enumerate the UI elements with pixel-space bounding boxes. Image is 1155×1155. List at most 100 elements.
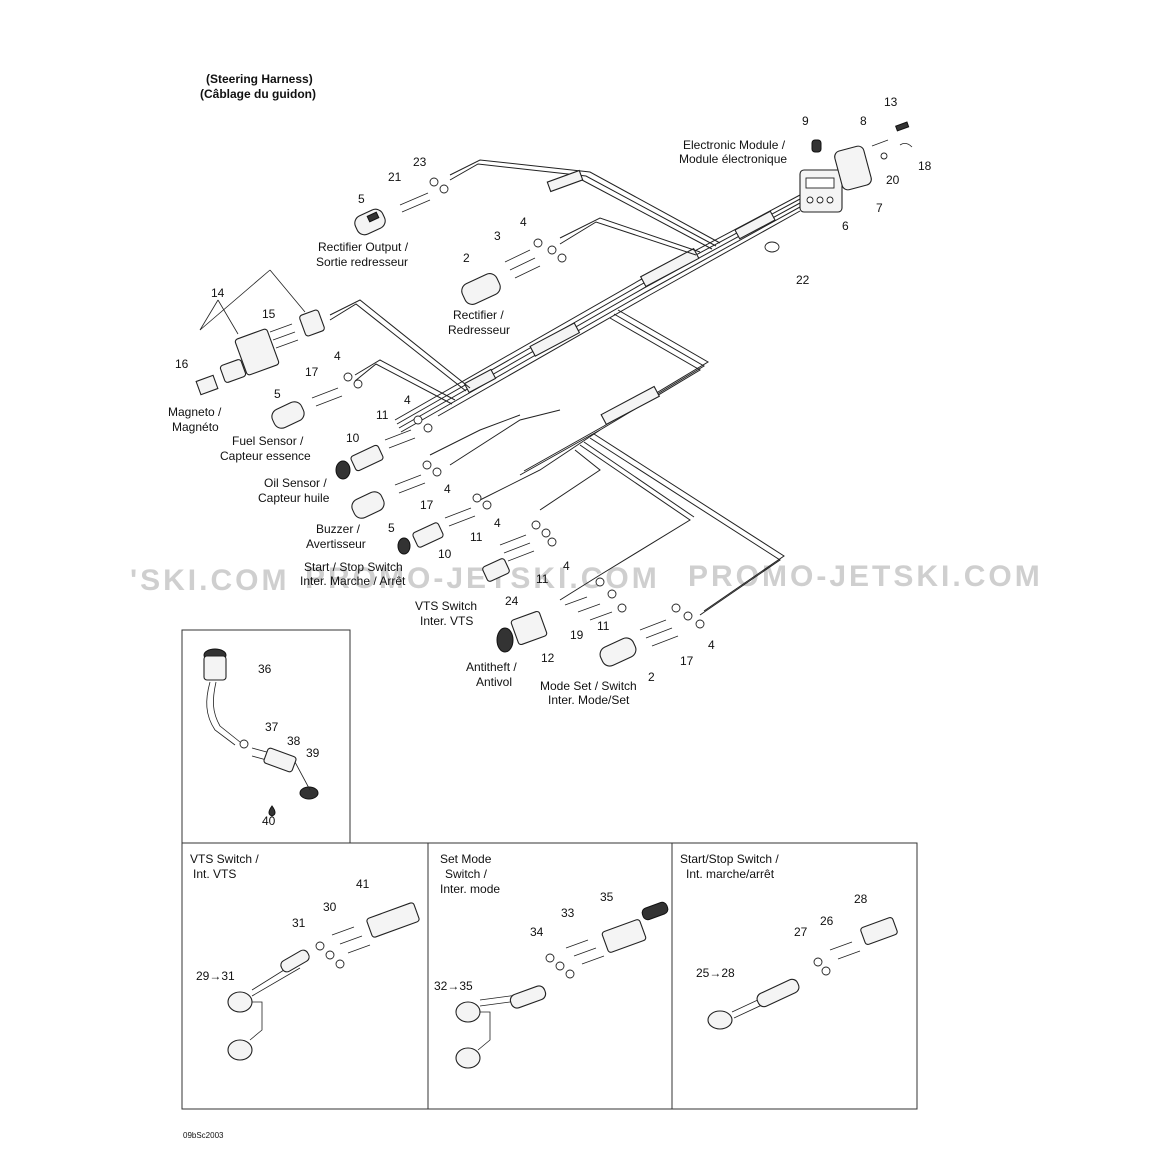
callout: 4	[444, 482, 451, 496]
label-fuel-sensor-1: Fuel Sensor /	[232, 434, 304, 448]
callout: 17	[680, 654, 694, 668]
label-electronic-module-1: Electronic Module /	[683, 138, 786, 152]
label-buzzer-2: Avertisseur	[306, 537, 366, 551]
callouts-setmode: 35 33 34 32→35	[434, 890, 614, 993]
callout: 4	[708, 638, 715, 652]
callout: 11	[597, 619, 610, 633]
label-magneto-1: Magneto /	[168, 405, 222, 419]
label-rectifier-output-1: Rectifier Output /	[318, 240, 409, 254]
connector-rectifier	[461, 238, 567, 305]
harness-trunk	[329, 159, 801, 616]
panel-vts-title-1: VTS Switch /	[190, 852, 259, 866]
callout: 5	[358, 192, 365, 206]
callout: 21	[388, 170, 402, 184]
callout: 11	[536, 572, 549, 586]
drawing-code: 09bSc2003	[183, 1131, 224, 1140]
callout: 19	[570, 628, 584, 642]
callout: 28	[854, 892, 868, 906]
startstop-switch-assembly	[707, 917, 898, 1030]
callout: 36	[258, 662, 272, 676]
connector-oil-sensor	[335, 415, 433, 480]
callout: 9	[802, 114, 809, 128]
connector-buzzer	[351, 460, 442, 519]
connector-antitheft	[496, 577, 627, 653]
callout: 8	[860, 114, 867, 128]
callout: 26	[820, 914, 834, 928]
callouts-main: 9 8 13 18 20 7 6 22 23 21 5 4 3 2 14 15 …	[175, 95, 932, 684]
callout: 40	[262, 814, 276, 828]
title-line-2: (Câblage du guidon)	[200, 87, 316, 101]
label-rectifier-2: Redresseur	[448, 323, 510, 337]
callout: 16	[175, 357, 189, 371]
connector-rectifier-output	[354, 177, 449, 236]
label-antitheft-2: Antivol	[476, 675, 512, 689]
label-rectifier-1: Rectifier /	[453, 308, 504, 322]
callout: 5	[274, 387, 281, 401]
title-line-1: (Steering Harness)	[206, 72, 313, 86]
callout: 13	[884, 95, 898, 109]
callout: 22	[796, 273, 810, 287]
panel-setmode-title-1: Set Mode	[440, 852, 492, 866]
label-fuel-sensor-2: Capteur essence	[220, 449, 311, 463]
callout: 10	[438, 547, 452, 561]
callout: 27	[794, 925, 808, 939]
callout: 5	[388, 521, 395, 535]
callout: 32→35	[434, 979, 473, 993]
callout: 33	[561, 906, 575, 920]
callout: 31	[292, 916, 306, 930]
callout: 24	[505, 594, 519, 608]
label-magneto-2: Magnéto	[172, 420, 219, 434]
callout: 11	[470, 530, 483, 544]
callout: 4	[520, 215, 527, 229]
panel-setmode-title-3: Inter. mode	[440, 882, 500, 896]
connector-start-stop	[397, 493, 492, 555]
callout: 6	[842, 219, 849, 233]
callout: 11	[376, 408, 389, 422]
callout: 30	[323, 900, 337, 914]
connector-fuel-sensor	[271, 372, 363, 429]
connector-vts-switch	[482, 520, 557, 582]
callout: 4	[334, 349, 341, 363]
callout: 2	[648, 670, 655, 684]
callout: 2	[463, 251, 470, 265]
callout: 4	[563, 559, 570, 573]
callout: 15	[262, 307, 276, 321]
callout: 10	[346, 431, 360, 445]
callout: 3	[494, 229, 501, 243]
callout: 14	[211, 286, 225, 300]
vts-switch-assembly	[227, 902, 420, 1061]
label-electronic-module-2: Module électronique	[679, 152, 787, 166]
callouts-vts: 41 30 31 29→31	[196, 877, 370, 983]
callout: 25→28	[696, 966, 735, 980]
callout: 23	[413, 155, 427, 169]
label-vts-switch-2: Inter. VTS	[420, 614, 473, 628]
label-start-stop-2: Inter. Marche / Arrêt	[300, 574, 406, 588]
electronic-module	[764, 121, 913, 253]
label-rectifier-output-2: Sortie redresseur	[316, 255, 408, 269]
panel-startstop-title-2: Int. marche/arrêt	[686, 867, 775, 881]
callout: 20	[886, 173, 900, 187]
sensor-assembly	[203, 648, 319, 817]
callout: 35	[600, 890, 614, 904]
callouts-inset-sensor: 36 37 38 39 40	[258, 662, 320, 828]
panel-vts-title-2: Int. VTS	[193, 867, 236, 881]
label-oil-sensor-1: Oil Sensor /	[264, 476, 327, 490]
label-vts-switch-1: VTS Switch	[415, 599, 477, 613]
callout: 37	[265, 720, 279, 734]
callout: 4	[404, 393, 411, 407]
callout: 18	[918, 159, 932, 173]
watermark-left: 'SKI.COM	[130, 564, 289, 597]
callout: 17	[305, 365, 319, 379]
label-oil-sensor-2: Capteur huile	[258, 491, 330, 505]
setmode-switch-assembly	[455, 901, 669, 1069]
callout: 17	[420, 498, 434, 512]
callout: 7	[876, 201, 883, 215]
callout: 41	[356, 877, 370, 891]
panel-startstop-title-1: Start/Stop Switch /	[680, 852, 779, 866]
callout: 4	[494, 516, 501, 530]
connector-magneto	[195, 269, 325, 396]
callouts-startstop: 28 26 27 25→28	[696, 892, 868, 980]
panel-setmode-title-2: Switch /	[445, 867, 488, 881]
callout: 39	[306, 746, 320, 760]
